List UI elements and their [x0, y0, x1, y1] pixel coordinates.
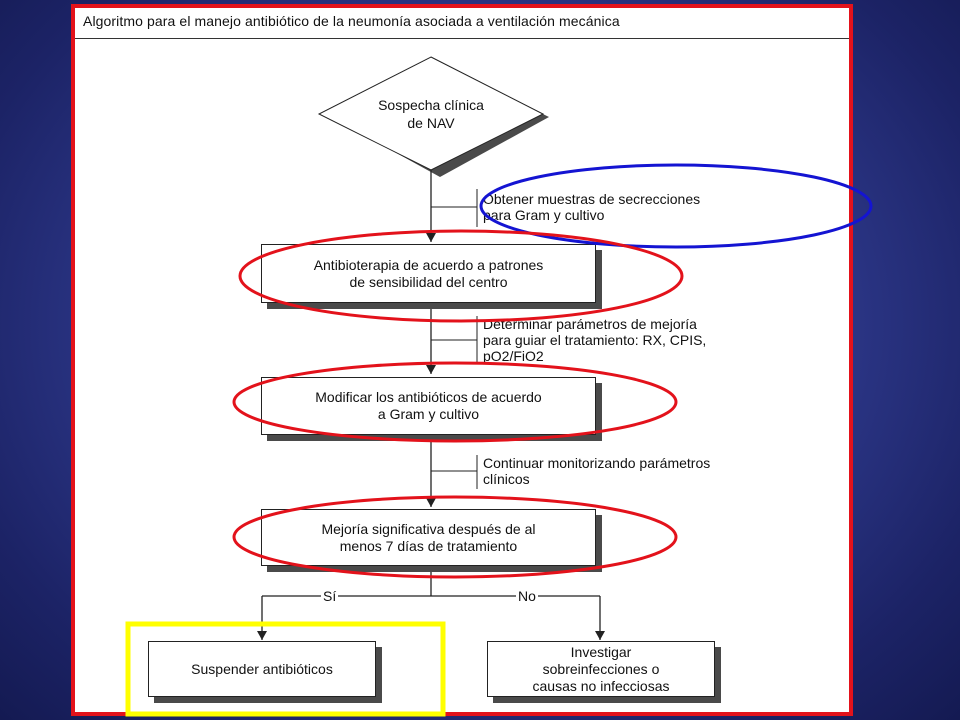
- step-antibiotherapy: Antibioterapia de acuerdo a patrones de …: [261, 244, 596, 303]
- note-line: Continuar monitorizando parámetros: [483, 455, 711, 471]
- step-line: de sensibilidad del centro: [349, 273, 508, 290]
- diagram-title: Algoritmo para el manejo antibiótico de …: [83, 13, 620, 29]
- highlight-ellipse-red: [232, 361, 678, 443]
- branch-no-label: No: [516, 588, 538, 604]
- outcome-text: Suspender antibióticos: [191, 660, 333, 677]
- note-line: Obtener muestras de secrecciones: [483, 191, 701, 207]
- note-monitor: Continuar monitorizando parámetros clíni…: [483, 455, 710, 487]
- start-line: de NAV: [407, 115, 455, 131]
- step-line: Modificar los antibióticos de acuerdo: [315, 389, 542, 405]
- note-line: Determinar parámetros de mejoría: [483, 316, 697, 332]
- highlight-rectangle-yellow: [125, 621, 446, 717]
- note-line: para Gram y cultivo: [483, 207, 605, 223]
- note-line: clínicos: [483, 471, 530, 487]
- outcome-suspend: Suspender antibióticos: [148, 641, 376, 697]
- start-decision: Sospecha clínica de NAV: [341, 96, 521, 132]
- branch-yes-label: Sí: [321, 588, 339, 604]
- outcome-line: Investigar: [570, 643, 632, 660]
- step-improvement: Mejoría significativa después de al meno…: [261, 509, 596, 566]
- step-line: menos 7 días de tratamiento: [339, 537, 518, 554]
- highlight-ellipse-blue: [479, 163, 873, 249]
- step-line: a Gram y cultivo: [377, 406, 480, 422]
- outcome-line: causas no infecciosas: [532, 677, 670, 694]
- note-line: para guiar el tratamiento: RX, CPIS,: [483, 332, 707, 348]
- highlight-ellipse-red: [238, 229, 684, 323]
- highlight-ellipse-red: [232, 495, 678, 579]
- outcome-line: sobreinfecciones o: [542, 660, 660, 677]
- title-divider: [75, 38, 849, 39]
- note-params: Determinar parámetros de mejoría para gu…: [483, 316, 706, 364]
- note-samples: Obtener muestras de secrecciones para Gr…: [483, 191, 700, 223]
- step-line: Mejoría significativa después de al: [321, 520, 536, 537]
- outcome-investigate: Investigar sobreinfecciones o causas no …: [487, 641, 715, 697]
- note-line: pO2/FiO2: [483, 348, 544, 364]
- step-modify-antibiotics: Modificar los antibióticos de acuerdo a …: [261, 377, 596, 435]
- step-line: Antibioterapia de acuerdo a patrones: [313, 256, 544, 273]
- start-line: Sospecha clínica: [378, 97, 484, 113]
